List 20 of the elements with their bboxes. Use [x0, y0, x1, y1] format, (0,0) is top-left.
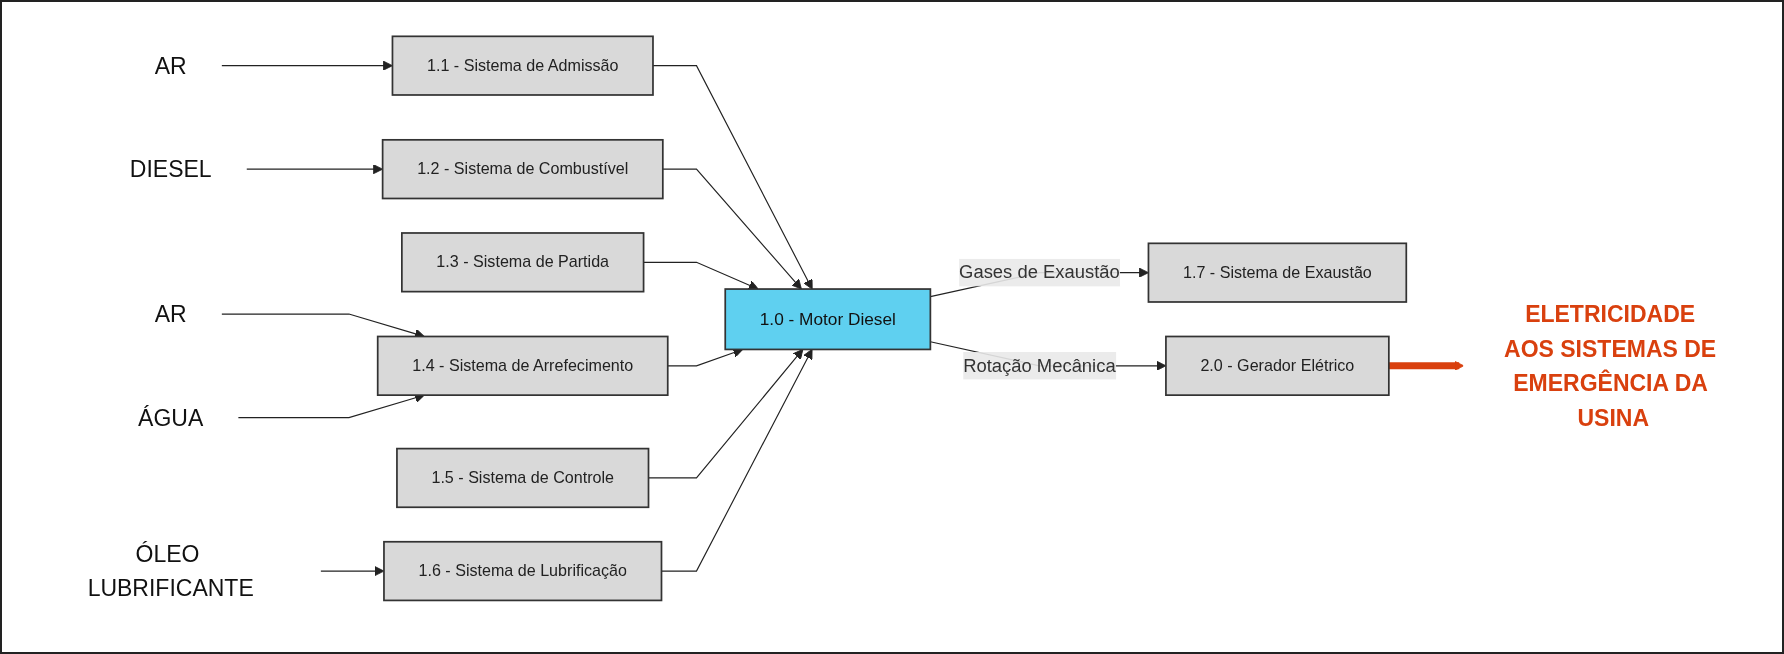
node-box: 1.4 - Sistema de Arrefecimento: [376, 335, 669, 396]
node-box: 1.6 - Sistema de Lubrificação: [383, 540, 663, 602]
node-box: 1.5 - Sistema de Controle: [396, 447, 650, 509]
node-text: ÓLEO LUBRIFICANTE: [87, 541, 254, 601]
node-text: DIESEL: [129, 156, 212, 182]
node-text: AR: [154, 301, 187, 327]
node-box: 1.1 - Sistema de Admissão: [391, 35, 654, 96]
edge-label: Gases de Exaustão: [959, 262, 1120, 282]
node-box: 1.0 - Motor Diesel: [724, 288, 932, 351]
arrow: [652, 65, 813, 290]
node-box: 2.0 - Gerador Elétrico: [1165, 335, 1390, 396]
edge-label: Rotação Mecânica: [963, 355, 1116, 376]
arrow: [643, 261, 759, 291]
node-text: ELETRICIDADE AOS SISTEMAS DE EMERGÊNCIA DA USINA: [1504, 301, 1717, 431]
node-text: ÁGUA: [138, 404, 204, 431]
node-box: 1.7 - Sistema de Exaustão: [1147, 242, 1408, 303]
arrow: [662, 168, 802, 290]
node-text: AR: [154, 53, 187, 79]
node-box: 1.2 - Sistema de Combustível: [381, 138, 664, 200]
node-box: 1.3 - Sistema de Partida: [401, 232, 645, 293]
